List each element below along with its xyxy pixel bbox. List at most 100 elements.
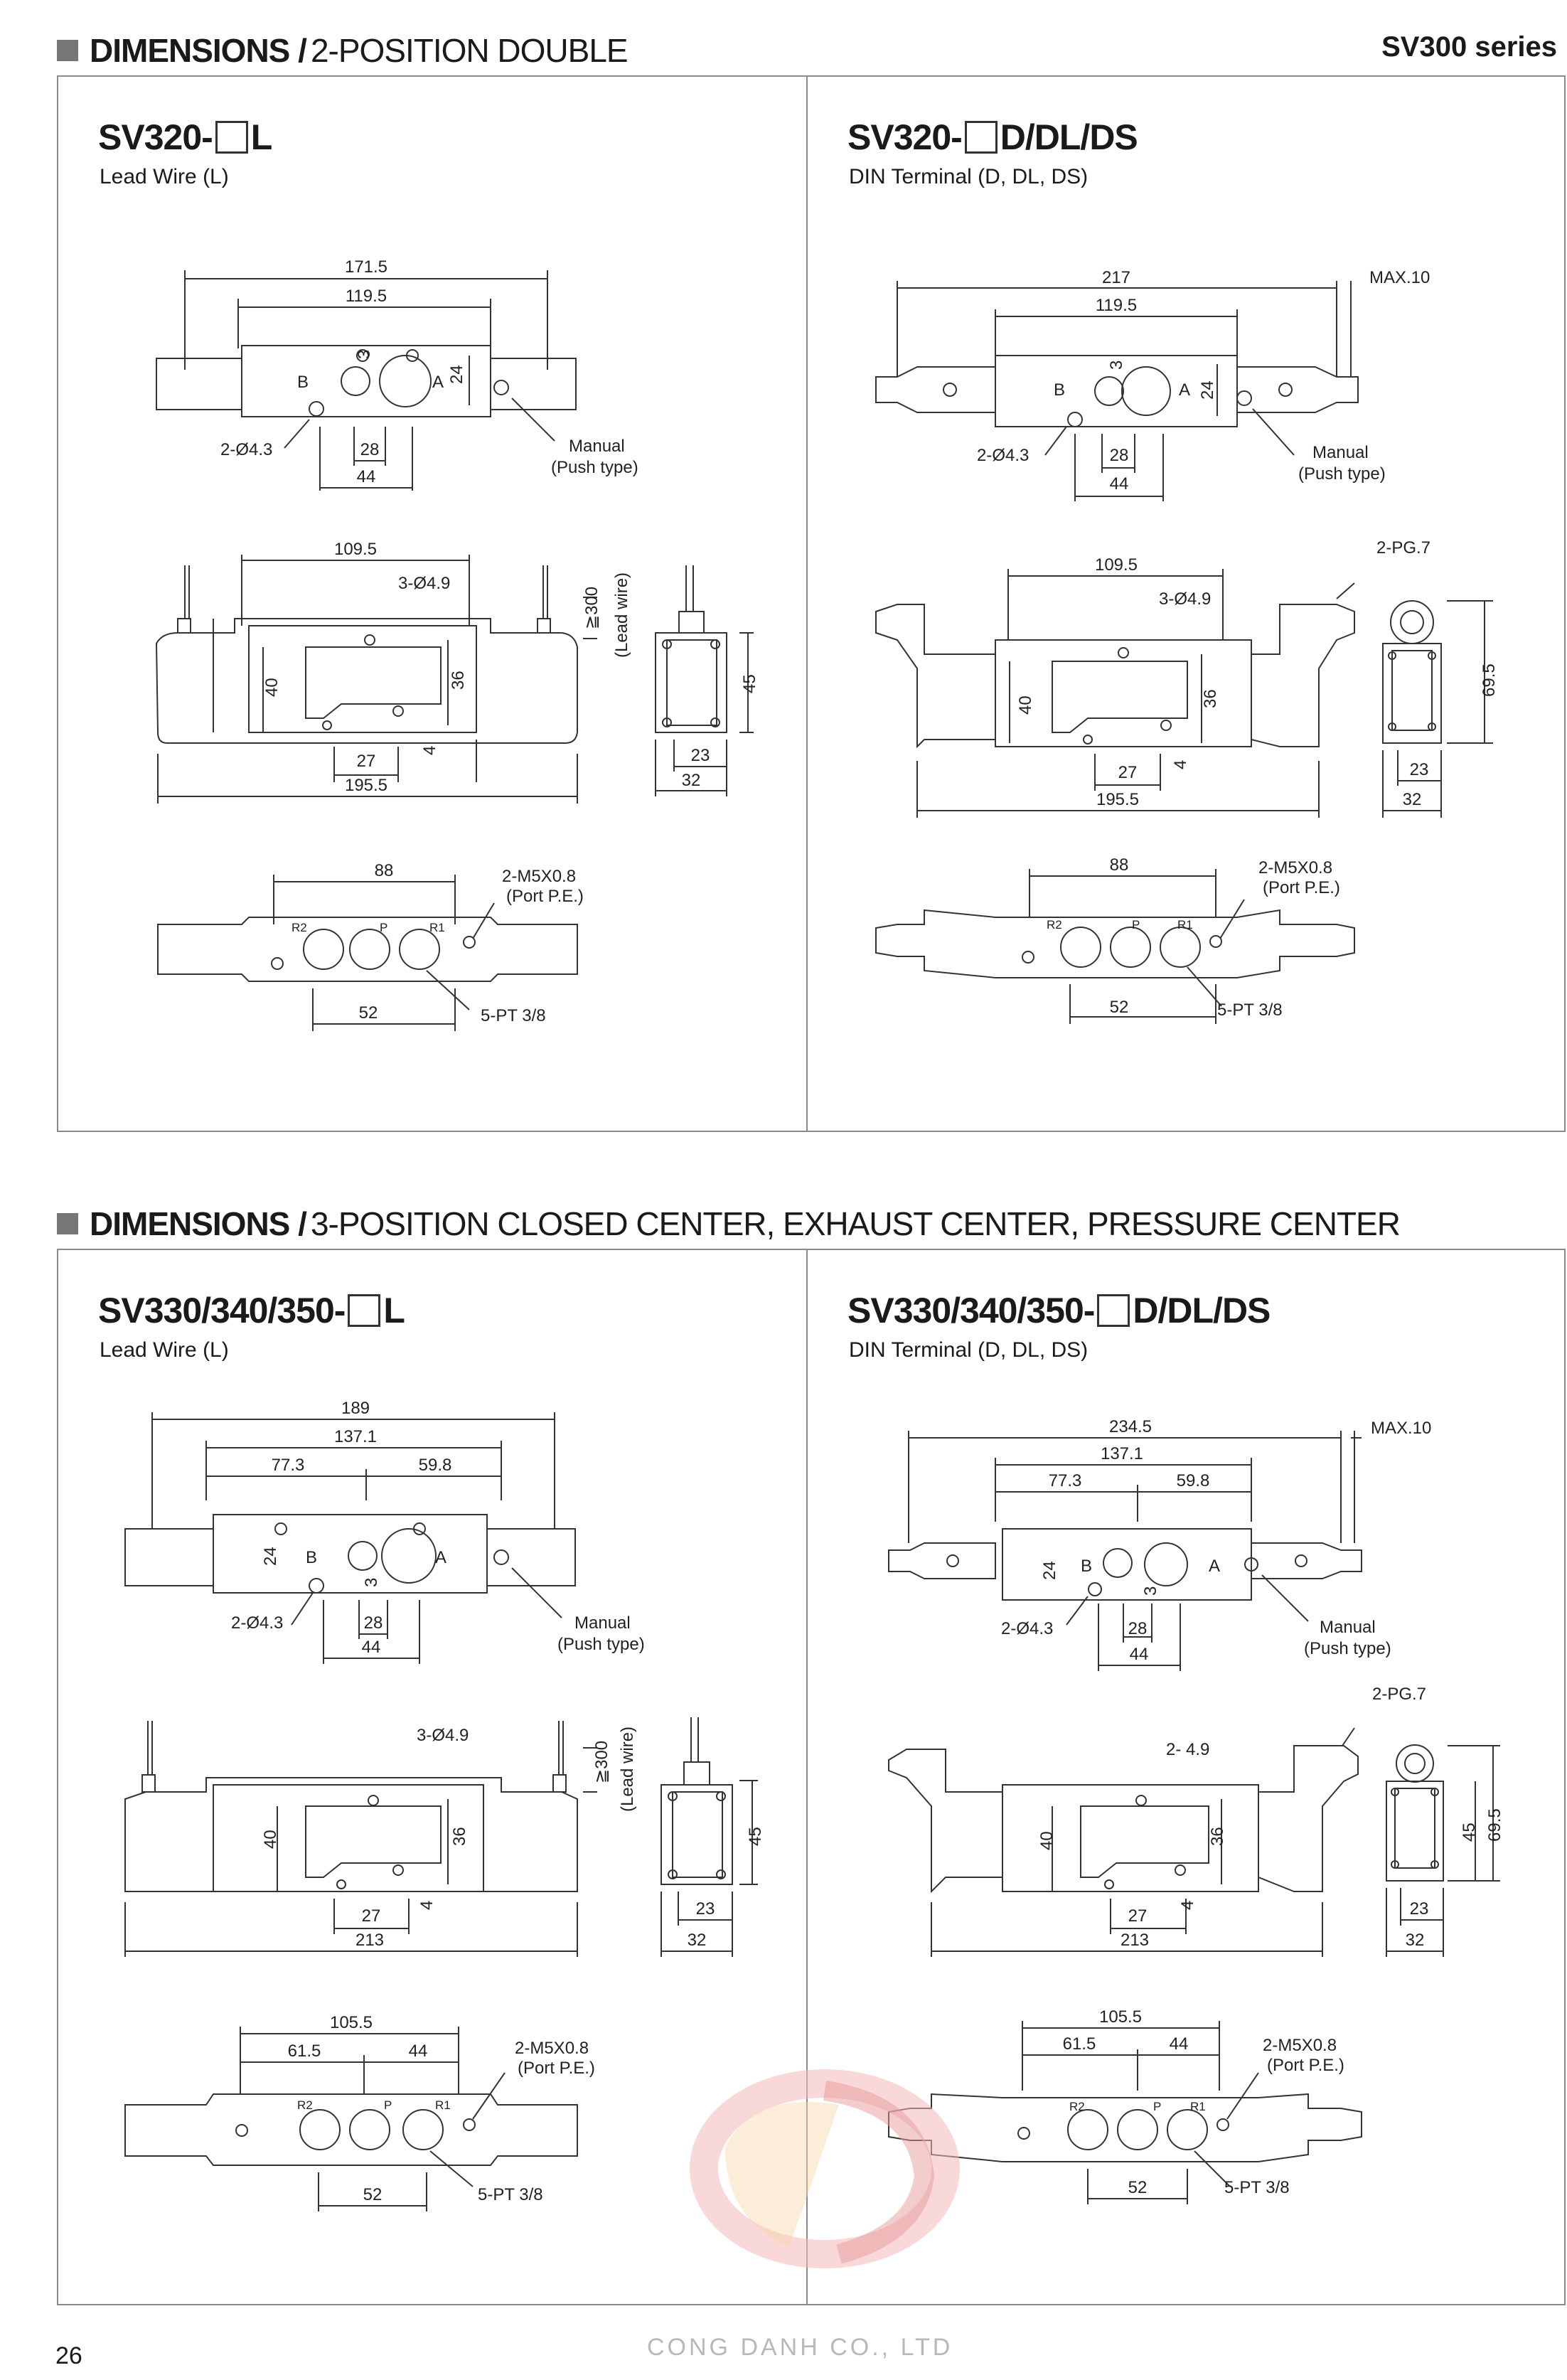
svg-text:(Lead wire): (Lead wire) [612,572,631,658]
svg-text:24: 24 [1198,380,1217,400]
bullet-square-icon [57,40,78,61]
svg-text:213: 213 [1121,1931,1149,1950]
svg-text:2-Ø4.3: 2-Ø4.3 [977,446,1029,465]
svg-text:88: 88 [1110,855,1129,875]
svg-text:P: P [1153,2100,1161,2113]
svg-text:23: 23 [1410,760,1429,779]
svg-text:77.3: 77.3 [1049,1471,1082,1490]
svg-text:44: 44 [362,1638,381,1657]
page-number: 26 [55,2342,82,2369]
svg-text:3-Ø4.9: 3-Ø4.9 [398,574,450,593]
bullet-square-icon [57,1213,78,1234]
svg-text:Manual: Manual [1320,1618,1376,1637]
model-subtitle: Lead Wire (L) [100,165,229,188]
svg-text:MAX.10: MAX.10 [1369,268,1430,287]
svg-text:36: 36 [449,671,468,690]
svg-text:44: 44 [1170,2034,1189,2054]
svg-text:24: 24 [447,365,466,384]
svg-text:R1: R1 [1190,2100,1206,2113]
svg-text:3: 3 [1107,361,1126,370]
svg-text:44: 44 [1110,474,1129,493]
svg-text:(Push type): (Push type) [1298,464,1386,484]
model-title-sv320-l: SV320-L [98,117,272,157]
svg-text:27: 27 [357,752,376,771]
svg-text:27: 27 [362,1906,381,1926]
svg-text:61.5: 61.5 [1063,2034,1096,2054]
svg-text:5-PT 3/8: 5-PT 3/8 [478,2185,543,2204]
svg-text:189: 189 [341,1399,370,1418]
series-label: SV300 series [1381,31,1557,63]
svg-text:69.5: 69.5 [1480,663,1499,697]
svg-text:23: 23 [691,746,710,765]
svg-text:137.1: 137.1 [1101,1444,1143,1463]
svg-text:R1: R1 [435,2098,451,2112]
svg-text:(Port P.E.): (Port P.E.) [506,887,584,906]
svg-text:23: 23 [1410,1899,1429,1919]
svg-text:45: 45 [1460,1823,1479,1842]
svg-text:195.5: 195.5 [1096,790,1139,809]
svg-text:52: 52 [1128,2178,1148,2197]
svg-text:(Push type): (Push type) [551,458,638,477]
model-subtitle: Lead Wire (L) [100,1338,229,1362]
model-title-sv320-d: SV320-D/DL/DS [847,117,1138,157]
svg-text:28: 28 [360,440,380,459]
svg-text:4: 4 [417,1901,437,1910]
svg-text:B: B [1054,380,1065,400]
svg-text:B: B [1081,1557,1092,1576]
svg-text:40: 40 [1037,1831,1057,1850]
svg-text:5-PT 3/8: 5-PT 3/8 [1217,1000,1283,1020]
svg-text:36: 36 [450,1827,469,1846]
svg-text:MAX.10: MAX.10 [1371,1419,1431,1438]
svg-text:5-PT 3/8: 5-PT 3/8 [481,1006,546,1025]
svg-text:2-M5X0.8: 2-M5X0.8 [502,867,576,886]
svg-text:52: 52 [363,2185,383,2204]
svg-text:Manual: Manual [1312,443,1369,462]
svg-text:52: 52 [359,1003,378,1023]
svg-text:4: 4 [1178,1901,1197,1910]
svg-text:2-PG.7: 2-PG.7 [1376,538,1430,557]
svg-text:28: 28 [364,1613,383,1633]
svg-text:(Push type): (Push type) [1304,1639,1391,1658]
svg-text:4: 4 [420,746,439,755]
svg-text:3: 3 [355,350,374,359]
svg-text:P: P [380,921,387,934]
svg-text:R2: R2 [297,2098,313,2112]
svg-text:32: 32 [682,771,701,790]
drawing-sv330-l: 189 137.1 77.3 59.8 24 3 B A 2-Ø4.3 28 4… [124,1399,765,2211]
svg-text:2-M5X0.8: 2-M5X0.8 [1258,858,1332,877]
svg-text:40: 40 [262,678,282,697]
svg-text:2-PG.7: 2-PG.7 [1372,1685,1426,1704]
svg-text:(Push type): (Push type) [557,1635,645,1654]
svg-text:≧300: ≧300 [582,587,601,629]
svg-text:44: 44 [357,467,376,486]
svg-text:≧300: ≧300 [592,1741,611,1783]
svg-text:(Port P.E.): (Port P.E.) [1263,878,1340,897]
svg-text:32: 32 [688,1931,707,1950]
section-title-3pos: DIMENSIONS /3-POSITION CLOSED CENTER, EX… [57,1205,1401,1243]
svg-text:A: A [1179,380,1190,400]
svg-text:59.8: 59.8 [1177,1471,1210,1490]
svg-text:44: 44 [1130,1645,1149,1664]
svg-text:R2: R2 [292,921,307,934]
svg-text:2-M5X0.8: 2-M5X0.8 [515,2039,589,2058]
svg-text:24: 24 [1040,1561,1059,1580]
svg-text:3: 3 [362,1578,381,1587]
svg-text:3-Ø4.9: 3-Ø4.9 [1159,589,1211,609]
svg-text:171.5: 171.5 [345,257,387,277]
svg-text:36: 36 [1208,1827,1227,1846]
svg-text:2-Ø4.3: 2-Ø4.3 [1001,1619,1053,1638]
svg-text:61.5: 61.5 [288,2042,321,2061]
panel-3pos [57,1249,1566,2305]
svg-text:45: 45 [746,1827,765,1846]
svg-text:24: 24 [261,1547,280,1566]
svg-text:45: 45 [740,674,759,693]
svg-text:2-Ø4.3: 2-Ø4.3 [231,1613,283,1633]
svg-text:52: 52 [1110,998,1129,1017]
svg-text:40: 40 [1016,695,1035,715]
svg-text:(Lead wire): (Lead wire) [618,1727,637,1812]
svg-text:69.5: 69.5 [1485,1808,1504,1842]
svg-text:Manual: Manual [569,437,625,456]
svg-text:40: 40 [261,1830,280,1849]
svg-text:Manual: Manual [574,1613,631,1633]
svg-text:A: A [432,373,444,392]
